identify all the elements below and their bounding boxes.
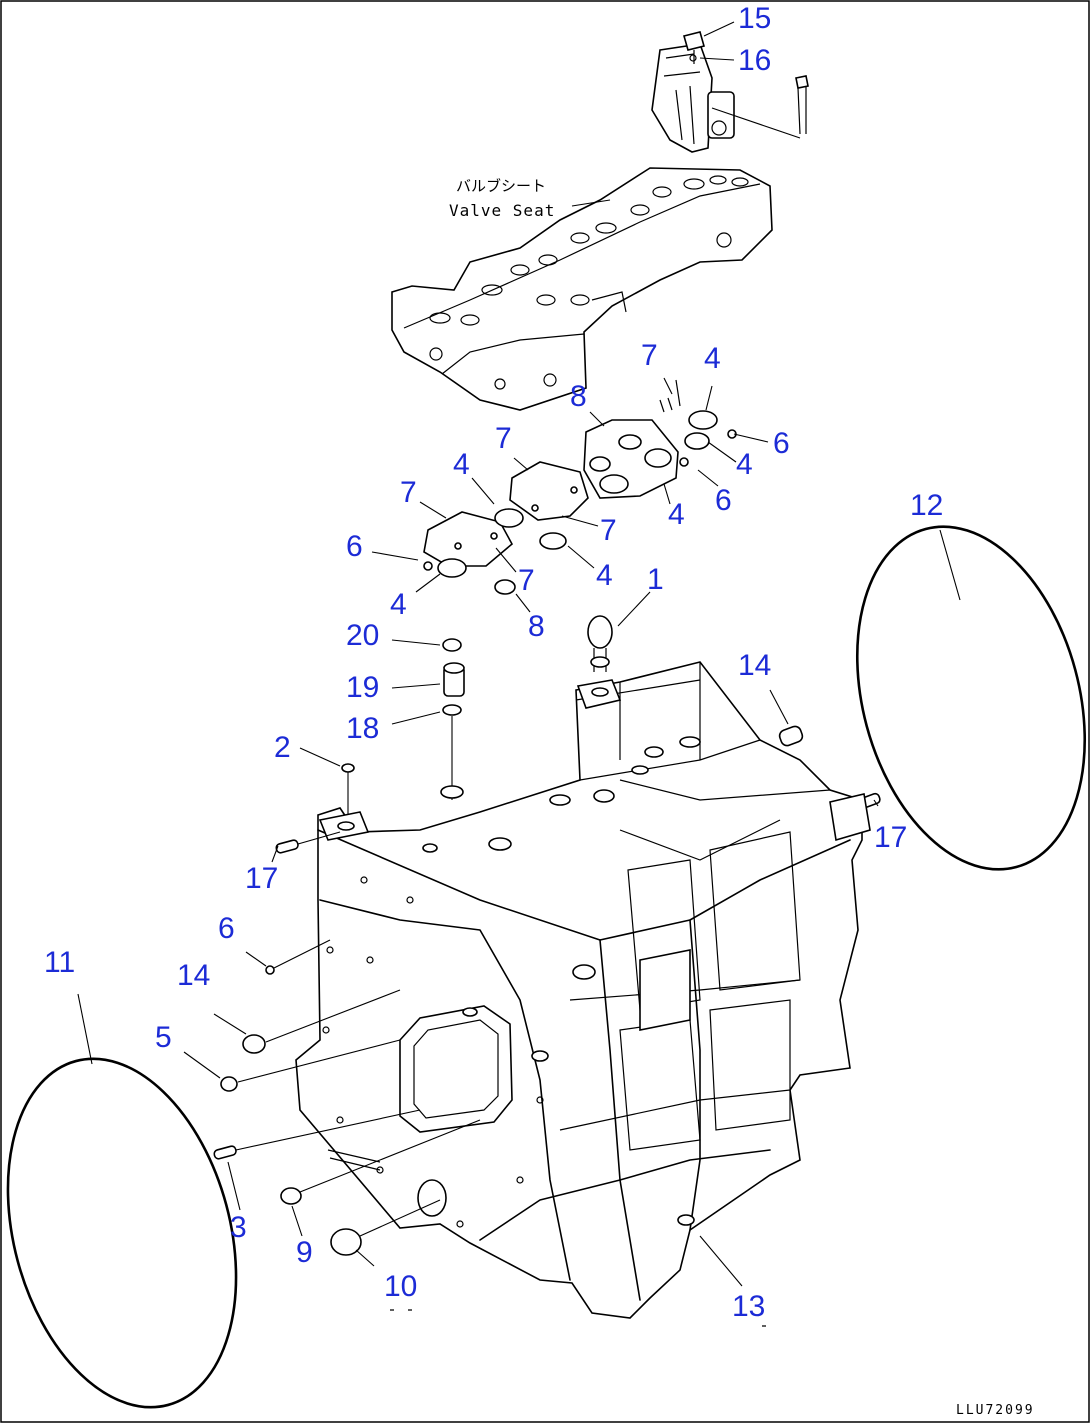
o-ring <box>688 410 718 430</box>
callout-8: 8 <box>528 610 545 643</box>
o-ring <box>644 448 672 468</box>
valve-body <box>391 167 773 411</box>
callout-19: 19 <box>346 671 379 704</box>
callout-4: 4 <box>453 448 470 481</box>
callout-labels: 15 16 7 4 8 6 4 7 4 6 7 7 4 12 6 7 4 4 1… <box>44 2 943 1323</box>
callout-4: 4 <box>596 559 613 592</box>
callout-13: 13 <box>732 1290 765 1323</box>
callout-12: 12 <box>910 489 943 522</box>
large-o-ring-12 <box>855 525 1087 871</box>
o-ring <box>684 432 710 450</box>
callout-20: 20 <box>346 619 379 652</box>
callout-7: 7 <box>400 476 417 509</box>
valve-body-ports <box>429 175 749 390</box>
callout-15: 15 <box>738 2 771 35</box>
callout-6: 6 <box>715 484 732 517</box>
annotation-japanese: バルブシート <box>456 177 546 195</box>
bolt-15-head <box>683 31 705 51</box>
case-boss-right <box>829 793 871 842</box>
callout-8: 8 <box>570 380 587 413</box>
o-ring <box>589 456 611 472</box>
callout-17: 17 <box>245 862 278 895</box>
gasket-left <box>423 511 514 567</box>
o-ring <box>437 558 467 578</box>
o-ring <box>494 508 524 528</box>
callout-4: 4 <box>704 342 721 375</box>
large-o-ring-11 <box>6 1057 238 1409</box>
callout-10: 10 <box>384 1270 417 1303</box>
left-assembly-lines <box>235 831 481 1237</box>
plug-14-right <box>778 725 804 747</box>
o-ring <box>494 579 516 595</box>
callout-6: 6 <box>346 530 363 563</box>
callout-2: 2 <box>274 731 291 764</box>
o-ring <box>599 474 629 494</box>
callout-4: 4 <box>668 498 685 531</box>
o-ring <box>539 532 567 550</box>
plug-6 <box>265 965 275 975</box>
callout-11: 11 <box>44 946 75 979</box>
callout-4: 4 <box>390 588 407 621</box>
callout-7: 7 <box>495 422 512 455</box>
callout-14: 14 <box>177 959 210 992</box>
case-boss <box>639 949 691 1031</box>
solenoid-valve-block <box>651 43 713 153</box>
cover-10 <box>330 1228 362 1256</box>
plug-14-left <box>242 1034 266 1054</box>
solenoid-connector <box>707 91 735 139</box>
callout-5: 5 <box>155 1021 172 1054</box>
callout-14: 14 <box>738 649 771 682</box>
callout-16: 16 <box>738 44 771 77</box>
callout-6: 6 <box>773 427 790 460</box>
bolt-2 <box>341 763 355 773</box>
pin-3 <box>213 1145 237 1160</box>
transmission-case <box>295 661 871 1319</box>
pin-17-left <box>275 839 299 854</box>
plug <box>423 561 433 571</box>
eye-bolt-ring <box>587 615 613 649</box>
o-ring-18 <box>442 704 462 716</box>
plug-20 <box>442 638 462 652</box>
callout-7: 7 <box>641 339 658 372</box>
control-valve-assembly <box>391 31 809 411</box>
gasket-middle <box>509 461 589 521</box>
plug-5 <box>220 1076 238 1092</box>
callout-1: 1 <box>647 563 664 596</box>
callout-17: 17 <box>874 821 907 854</box>
callout-9: 9 <box>296 1236 313 1269</box>
callout-7: 7 <box>600 514 617 547</box>
plug <box>679 457 689 467</box>
callout-4: 4 <box>736 448 753 481</box>
o-ring <box>618 434 642 450</box>
callout-3: 3 <box>230 1211 247 1244</box>
callout-6: 6 <box>218 912 235 945</box>
callout-18: 18 <box>346 712 379 745</box>
left-small-parts <box>213 831 481 1256</box>
drawing-code: LLU72099 <box>956 1403 1035 1418</box>
callout-leaders <box>77 21 961 1287</box>
gasket-and-seal-group <box>423 379 737 595</box>
annotation-english: Valve Seat <box>449 201 555 220</box>
callout-7: 7 <box>518 564 535 597</box>
case-top-holes <box>337 687 701 1226</box>
valve-seat-annotation: バルブシート Valve Seat <box>449 177 611 220</box>
reference-ticks <box>390 1309 766 1327</box>
case-inspection-opening <box>399 1005 513 1133</box>
washer-16 <box>689 54 697 62</box>
bolt-head <box>795 75 809 89</box>
top-fittings <box>341 615 881 818</box>
plug-9 <box>280 1187 302 1205</box>
case-body <box>295 661 863 1319</box>
